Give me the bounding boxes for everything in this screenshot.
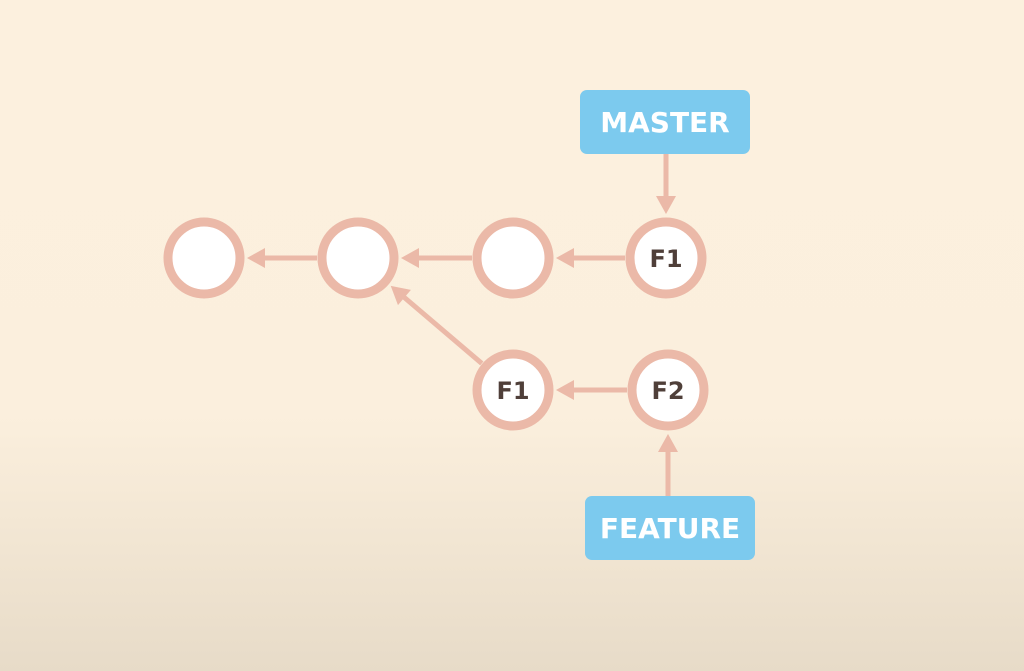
commit-f1-label: F1	[496, 377, 529, 405]
commit-node-c2	[317, 217, 399, 299]
branch-tag-master-box	[580, 90, 750, 154]
edge-f1-to-c2-head	[390, 285, 411, 306]
edge-m1-to-c3	[556, 248, 625, 268]
edge-c2-to-c1	[247, 248, 317, 268]
branch-tag-master-label: MASTER	[600, 106, 730, 139]
branch-pointer-feature	[658, 434, 678, 496]
edge-f2-to-f1-head	[556, 380, 574, 400]
edge-c2-to-c1-head	[247, 248, 265, 268]
edge-f1-to-c2	[390, 285, 484, 366]
branch-pointer-master-head	[656, 196, 676, 214]
edge-c3-to-c2-head	[401, 248, 419, 268]
branch-tag-feature-box	[585, 496, 755, 560]
commit-m1-circle	[625, 217, 707, 299]
edge-f1-to-c2-line	[401, 294, 484, 366]
branch-pointer-feature-head	[658, 434, 678, 452]
commit-f2-label: F2	[651, 377, 684, 405]
commit-f1-circle	[472, 349, 554, 431]
commit-node-c3	[472, 217, 554, 299]
branch-tags-layer: MASTER FEATURE	[580, 90, 755, 560]
commit-c3-circle	[472, 217, 554, 299]
branch-pointer-master	[656, 154, 676, 214]
commit-m1-label: F1	[649, 245, 682, 273]
commit-node-c1	[163, 217, 245, 299]
commit-node-m1: F1	[625, 217, 707, 299]
edge-m1-to-c3-head	[556, 248, 574, 268]
commit-node-f2: F2	[627, 349, 709, 431]
commit-c1-circle	[163, 217, 245, 299]
edge-c3-to-c2	[401, 248, 472, 268]
commit-c2-circle	[317, 217, 399, 299]
branch-tag-master: MASTER	[580, 90, 750, 154]
edge-f2-to-f1	[556, 380, 627, 400]
edges-layer	[247, 248, 627, 400]
branch-tag-feature-label: FEATURE	[600, 512, 740, 545]
commit-f2-circle	[627, 349, 709, 431]
commit-node-f1: F1	[472, 349, 554, 431]
branch-tag-feature: FEATURE	[585, 496, 755, 560]
